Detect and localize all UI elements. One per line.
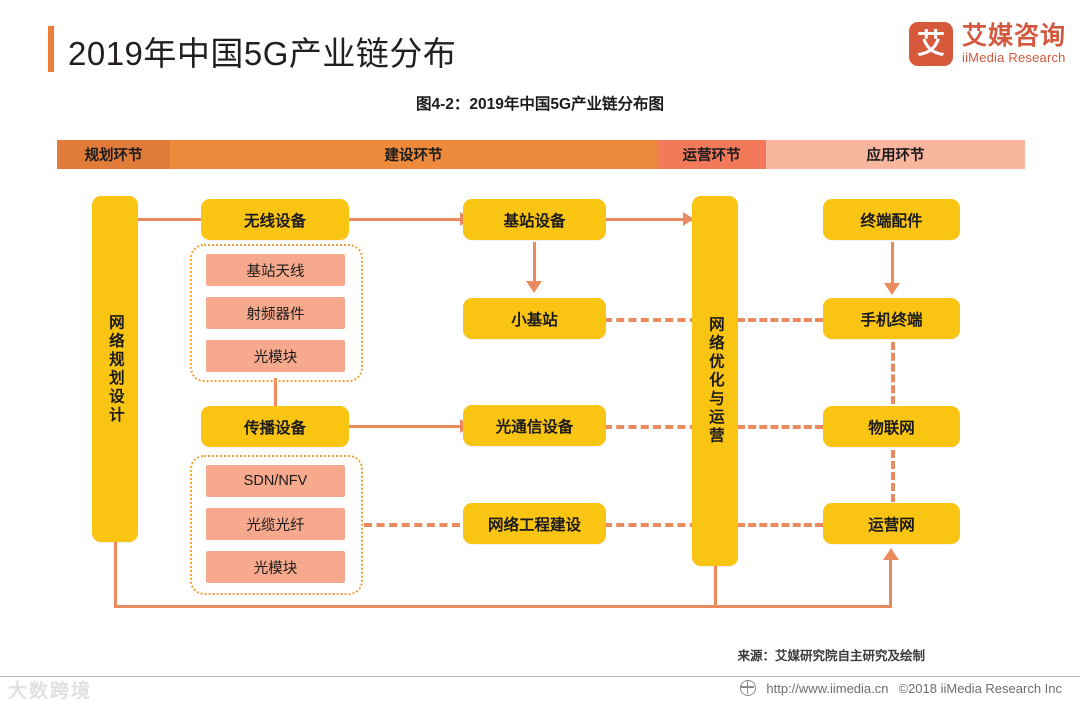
dashed-netengineering-to-netopt — [604, 523, 710, 527]
stage-band-planning: 规划环节 — [57, 140, 170, 169]
connector-basestation-to-netopt — [606, 218, 706, 221]
logo-name-en: iiMedia Research — [961, 49, 1066, 65]
connector-bottom-rail — [114, 605, 892, 608]
node-transmission-equipment[interactable]: 传播设备 — [201, 406, 349, 447]
connector-planning-to-wireless — [137, 218, 209, 221]
arrowhead-basestation-to-netopt — [683, 212, 694, 226]
connector-wirelessgroup-to-transmission — [274, 378, 277, 408]
dashed-iot-to-operator — [891, 450, 895, 502]
source-note: 来源：艾媒研究院自主研究及绘制 — [737, 649, 925, 663]
sub-item-optical-module-2[interactable]: 光模块 — [206, 551, 345, 583]
node-network-planning-design[interactable]: 网络规划设计 — [92, 196, 138, 542]
brand-logo: 艾 艾媒咨询 iiMedia Research — [908, 21, 1066, 66]
node-mobile-terminal[interactable]: 手机终端 — [823, 298, 960, 339]
page-title: 2019年中国5G产业链分布 — [68, 35, 457, 72]
dashed-netopt-to-iot — [737, 425, 823, 429]
globe-icon — [739, 679, 757, 696]
connector-accessories-to-mobile — [891, 242, 894, 288]
title-accent-bar — [48, 26, 54, 72]
sub-item-rf-components[interactable]: 射频器件 — [206, 297, 345, 329]
node-base-station-equipment[interactable]: 基站设备 — [463, 199, 606, 240]
node-small-base-station[interactable]: 小基站 — [463, 298, 606, 339]
stage-band-application: 应用环节 — [766, 140, 1025, 169]
stage-band-construction: 建设环节 — [170, 140, 657, 169]
node-network-optimization-operation[interactable]: 网络优化与运营 — [692, 196, 738, 566]
node-operator-network[interactable]: 运营网 — [823, 503, 960, 544]
connector-transmission-to-optical — [349, 425, 469, 428]
node-wireless-equipment[interactable]: 无线设备 — [201, 199, 349, 240]
arrowhead-up-to-operator — [883, 548, 899, 560]
wireless-component-group — [190, 244, 363, 382]
node-iot[interactable]: 物联网 — [823, 406, 960, 447]
connector-basestation-to-small — [533, 242, 536, 286]
stage-band-operation: 运营环节 — [657, 140, 766, 169]
logo-name-cn: 艾媒咨询 — [961, 21, 1066, 50]
footer-divider — [0, 676, 1080, 677]
logo-mark-icon: 艾 — [908, 22, 953, 66]
node-network-engineering-construction[interactable]: 网络工程建设 — [463, 503, 606, 544]
figure-subtitle: 图4-2：2019年中国5G产业链分布图 — [415, 96, 665, 113]
connector-wireless-to-basestation — [349, 218, 469, 221]
footer: http://www.iimedia.cn ©2018 iiMedia Rese… — [739, 679, 1063, 696]
watermark: 大数跨境 — [8, 681, 93, 702]
transmission-component-group — [190, 455, 363, 595]
dashed-optical-to-netopt — [604, 425, 710, 429]
arrowhead-accessories-to-mobile — [884, 283, 900, 295]
node-terminal-accessories[interactable]: 终端配件 — [823, 199, 960, 240]
footer-copyright: ©2018 iiMedia Research Inc — [898, 680, 1063, 696]
connector-netopt-down-stub — [714, 566, 717, 607]
sub-item-optical-module-1[interactable]: 光模块 — [206, 340, 345, 372]
dashed-mobile-to-iot — [891, 342, 895, 404]
dashed-netopt-to-operator — [737, 523, 823, 527]
connector-up-to-operator — [889, 560, 892, 607]
dashed-transgroup-to-netengineering — [364, 523, 460, 527]
dashed-small-to-netopt — [604, 318, 710, 322]
sub-item-sdn-nfv[interactable]: SDN/NFV — [206, 465, 345, 497]
dashed-netopt-to-mobile — [737, 318, 823, 322]
connector-planning-down — [114, 540, 117, 608]
sub-item-base-station-antenna[interactable]: 基站天线 — [206, 254, 345, 286]
node-optical-communication-equipment[interactable]: 光通信设备 — [463, 405, 606, 446]
arrowhead-basestation-to-small — [526, 281, 542, 293]
footer-url[interactable]: http://www.iimedia.cn — [766, 680, 889, 696]
sub-item-optical-cable-fiber[interactable]: 光缆光纤 — [206, 508, 345, 540]
